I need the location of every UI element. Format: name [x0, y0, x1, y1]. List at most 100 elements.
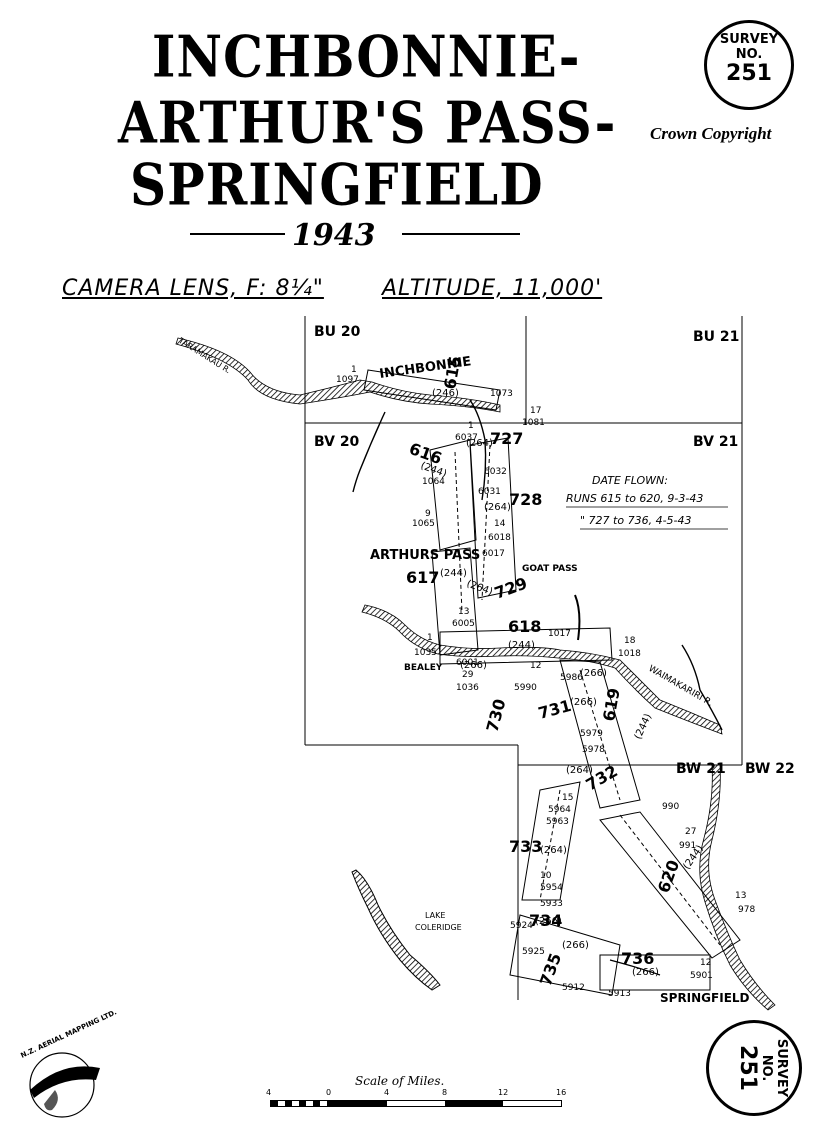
run-619: 619	[599, 686, 624, 722]
scale-tick: 12	[498, 1088, 509, 1097]
sheet-bv20: BV 20	[314, 434, 360, 450]
photo-label: 27	[685, 827, 696, 837]
alt-731: (266)	[570, 697, 597, 708]
alt-735: (266)	[562, 940, 589, 951]
photo-label: 5933	[540, 899, 563, 909]
photo-label: 15	[562, 793, 573, 803]
tributary-west	[352, 411, 386, 493]
photo-label: 5979	[580, 729, 603, 739]
scale-tick: 0	[326, 1088, 332, 1097]
alt-729: (264)	[465, 578, 494, 598]
run-617: 617	[406, 568, 439, 587]
run-729: 729	[492, 573, 530, 602]
photo-label: 10	[540, 871, 552, 881]
photo-label: 991	[679, 841, 696, 851]
photo-label: 1081	[522, 418, 545, 428]
photo-label: 1018	[618, 649, 641, 659]
camera-lens: CAMERA LENS, F: 8¼"	[62, 276, 324, 301]
survey-year: 1943	[292, 218, 376, 253]
title-line-1: INCHBONNIE-	[152, 22, 581, 91]
photo-label: 18	[624, 636, 636, 646]
waimakariri-river	[361, 604, 723, 735]
run-736-strip	[599, 954, 711, 991]
scale-tick: 4	[266, 1088, 272, 1097]
survey-stamp-bottom: SURVEY NO. 251	[706, 1020, 802, 1116]
photo-label: 1	[427, 633, 433, 643]
photo-label: 5912	[562, 983, 585, 993]
run-727: 727	[490, 429, 523, 448]
alt-618: (244)	[508, 640, 535, 651]
run-618-strip	[439, 627, 613, 665]
place-springfield: SPRINGFIELD	[660, 991, 750, 1005]
stamp-no-label: NO.	[735, 47, 763, 62]
photo-label: 6017	[482, 549, 505, 559]
date-flown-note: DATE FLOWN: RUNS 615 to 620, 9-3-43 " 72…	[566, 474, 728, 530]
stamp-number: 251	[726, 61, 772, 86]
stamp-survey-label: SURVEY	[719, 32, 779, 47]
crown-copyright: Crown Copyright	[650, 124, 772, 143]
photo-label: 978	[738, 905, 755, 915]
photo-label: 29	[462, 670, 474, 680]
year-rule-right	[402, 233, 520, 235]
photo-numbers: 1 1097 1073 17 1081 1 6037 6032 6031 601…	[336, 365, 755, 999]
alt-619: (244)	[633, 712, 654, 741]
photo-label: 5913	[608, 989, 631, 999]
photo-label: 5924	[510, 921, 533, 931]
photo-label: 5964	[548, 805, 571, 815]
alt-734: (266)	[535, 916, 562, 927]
photo-label: 990	[662, 802, 679, 812]
photo-label: 6037	[455, 433, 478, 443]
lake-coleridge-shape	[351, 869, 441, 991]
flight-lines	[454, 444, 721, 946]
photo-label: 1036	[456, 683, 479, 693]
flight-runs	[363, 369, 741, 996]
rivers	[175, 337, 776, 1011]
photo-label: 1065	[412, 519, 435, 529]
photo-label: 1035	[414, 648, 437, 658]
place-lake-line2: COLERIDGE	[415, 923, 462, 932]
sheet-bw22: BW 22	[745, 761, 795, 777]
photo-label: 1	[351, 365, 357, 375]
stamp-no-label: NO.	[759, 1054, 774, 1082]
run-619-strip	[559, 659, 641, 809]
photo-label: 5963	[546, 817, 569, 827]
photo-label: 5925	[522, 947, 545, 957]
otira-stream	[469, 399, 487, 501]
run-734: 734	[529, 911, 562, 930]
photo-label: 5978	[582, 745, 605, 755]
photo-label: 5990	[514, 683, 537, 693]
run-731: 731	[536, 696, 573, 723]
photo-label: 6005	[452, 619, 475, 629]
date-flown-runs-615-620: RUNS 615 to 620, 9-3-43	[566, 492, 703, 505]
run-618: 618	[508, 617, 541, 636]
photo-label: 12	[530, 661, 541, 671]
logo-text: N.Z. AERIAL MAPPING LTD.	[19, 1008, 118, 1060]
scale-tick: 4	[384, 1088, 390, 1097]
place-goat-pass: GOAT PASS	[522, 564, 578, 574]
alt-733: (264)	[540, 845, 567, 856]
run-numbers: 615 616 617 618 619 620 727 728 729 730 …	[406, 354, 683, 988]
stamp-number: 251	[735, 1045, 760, 1091]
title-line-2: ARTHUR'S PASS-	[118, 88, 617, 157]
photo-label: 6018	[488, 533, 511, 543]
alt-728: (264)	[484, 502, 511, 513]
photo-label: 17	[530, 406, 541, 416]
run-734-strip	[509, 914, 621, 996]
run-620: 620	[654, 857, 683, 895]
alt-732: (264)	[566, 765, 593, 776]
sheet-bu21: BU 21	[693, 329, 739, 345]
photo-label: 14	[494, 519, 506, 529]
alt-727: (264)	[466, 438, 493, 449]
upper-tributary-east	[681, 644, 723, 731]
run-620-strip	[599, 811, 741, 959]
year-rule-left	[190, 233, 285, 235]
alt-736: (266)	[632, 967, 659, 978]
photo-label: 1	[468, 421, 474, 431]
photo-label: 1064	[422, 477, 445, 487]
scale-tick: 8	[442, 1088, 448, 1097]
run-733: 733	[509, 837, 542, 856]
photo-label: 6032	[484, 467, 507, 477]
photo-label: 5986	[560, 673, 583, 683]
